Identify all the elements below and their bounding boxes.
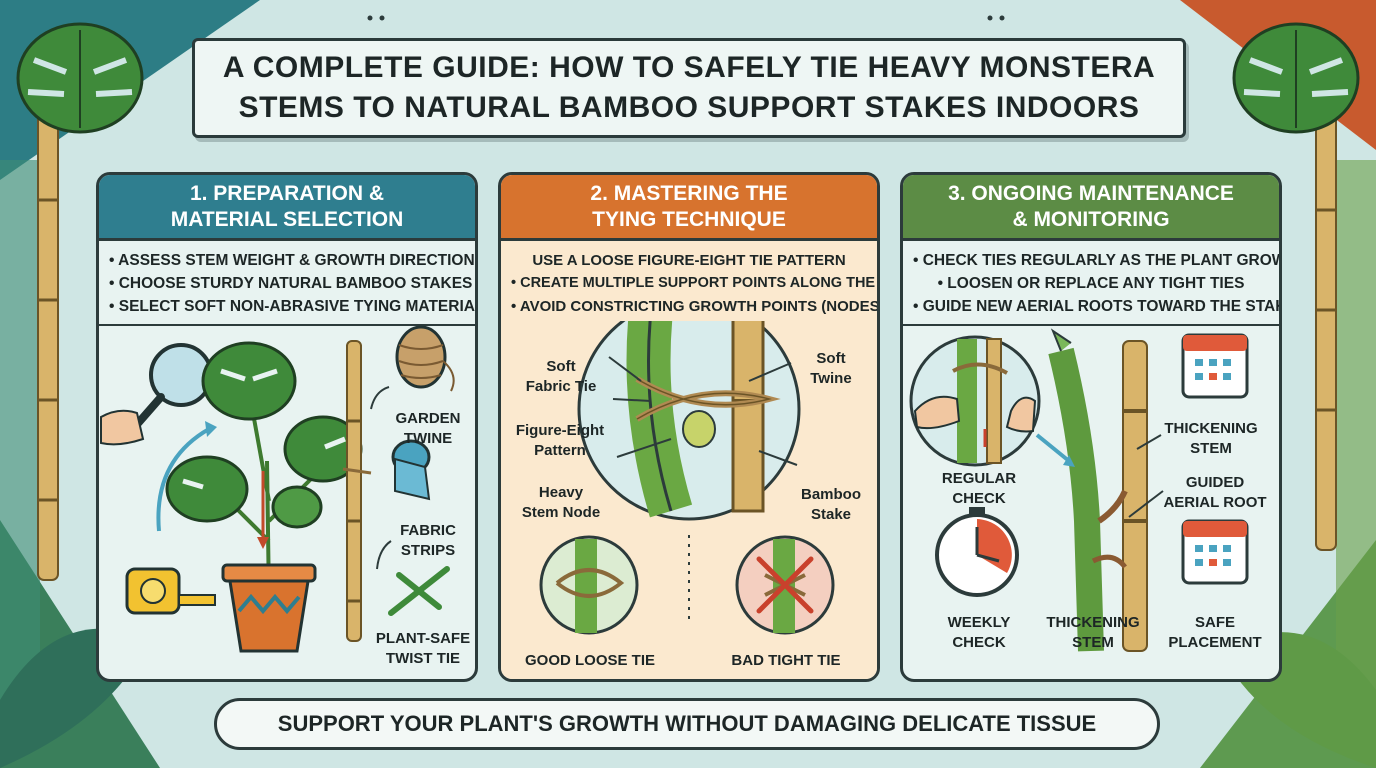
figure-eight-tie-closeup-icon (577, 297, 801, 521)
right-monstera-leaf-icon (1232, 22, 1360, 134)
panel-heading-line: Material Selection (170, 207, 404, 231)
bullet-item: • Guide new aerial roots toward the stak… (913, 298, 1282, 315)
label-line: Stem Node (521, 504, 601, 521)
footer-text: Support your plant's growth without dama… (277, 711, 1097, 736)
panel-heading-line: & Monitoring (1012, 207, 1170, 231)
panel-preparation: 1. Preparation & Material Selection • As… (96, 172, 478, 682)
label-line: Pattern (534, 442, 586, 459)
monstera-plant-icon (165, 341, 363, 653)
growing-stem-with-aerial-root-icon (1048, 328, 1148, 652)
clock-icon (935, 507, 1019, 597)
panel-maintenance-heading: 3. Ongoing Maintenance & Monitoring (903, 175, 1279, 241)
label-safe-placement: Safe Placement (1165, 613, 1265, 653)
label-line: Twine (810, 370, 852, 387)
label-good-loose-tie: Good Loose Tie (524, 652, 655, 669)
calendar-icon (1181, 333, 1249, 399)
right-bamboo-icon (1315, 109, 1337, 551)
panel-maintenance: 3. Ongoing Maintenance & Monitoring • Ch… (900, 172, 1282, 682)
label-line: Regular (941, 470, 1017, 487)
label-thickening-stem-bottom: Thickening Stem (1039, 613, 1147, 653)
label-guided-root: Guided Aerial Root (1157, 473, 1273, 513)
label-line: Stem (1190, 440, 1232, 457)
bullet-item: • Assess stem weight & growth direction (109, 252, 475, 269)
fabric-roll-icon (391, 439, 431, 501)
bullet-item: • Loosen or replace any tight ties (937, 275, 1245, 292)
panel-heading-line: 1. Preparation & (189, 181, 385, 205)
label-line: Weekly (947, 614, 1011, 631)
title-line-2: Stems to Natural Bamboo Support Stakes I… (238, 91, 1140, 124)
bullet-item: • Choose sturdy natural bamboo stakes (109, 275, 473, 292)
twine-spool-icon (395, 325, 455, 392)
label-line: Aerial Root (1163, 494, 1267, 511)
bullet-item: • Select soft non-abrasive tying materia… (109, 298, 478, 315)
panel-heading-line: 3. Ongoing Maintenance (948, 181, 1234, 205)
label-line: Stake (810, 506, 852, 523)
label-line: Stem (1072, 634, 1114, 651)
label-fabric-strips: Fabric Strips (389, 521, 467, 561)
panel-preparation-bullets: • Assess stem weight & growth direction … (99, 241, 475, 326)
title-line-1: A Complete Guide: How to Safely Tie Heav… (222, 51, 1156, 84)
panel-tying-heading: 2. Mastering the Tying Technique (501, 175, 877, 241)
label-line: Check (952, 490, 1006, 507)
bullet-item: • Create multiple support points along t… (511, 275, 880, 291)
label-line: Twine (403, 430, 453, 447)
magnifier-icon (100, 343, 213, 446)
label-soft-fabric-tie: Soft Fabric Tie (511, 357, 611, 397)
label-line: Thickening (1164, 420, 1258, 437)
title-banner: A Complete Guide: How to Safely Tie Heav… (192, 38, 1186, 138)
label-line: Safe (1194, 614, 1235, 631)
label-line: Garden (395, 410, 461, 427)
label-regular-check: Regular Check (931, 469, 1027, 509)
label-twist-tie: Plant-Safe Twist Tie (371, 629, 475, 669)
label-figure-eight: Figure-Eight Pattern (505, 421, 615, 461)
panel-heading-line: 2. Mastering the (590, 181, 788, 205)
label-line: Bamboo (801, 486, 861, 503)
good-loose-tie-icon (539, 535, 639, 635)
label-line: Figure-Eight (515, 422, 605, 439)
label-garden-twine: Garden Twine (389, 409, 467, 449)
label-bamboo-stake: Bamboo Stake (791, 485, 871, 525)
panel-tying-technique: 2. Mastering the Tying Technique Use a l… (498, 172, 880, 682)
label-soft-twine: Soft Twine (791, 349, 871, 389)
label-thickening-stem-top: Thickening Stem (1157, 419, 1265, 459)
label-line: Fabric Tie (525, 378, 597, 395)
panel-heading-line: Tying Technique (592, 207, 786, 231)
tape-measure-icon (125, 567, 216, 615)
label-line: Thickening (1046, 614, 1140, 631)
bad-tight-tie-icon (735, 535, 835, 635)
bamboo-stake-icon (346, 340, 362, 642)
hand-checking-tie-icon (909, 335, 1041, 467)
left-monstera-leaf-icon (16, 22, 144, 134)
label-line: Guided (1185, 474, 1245, 491)
label-line: Twist Tie (385, 650, 461, 667)
label-line: Fabric (400, 522, 456, 539)
panel-tying-illustration: Soft Fabric Tie Figure-Eight Pattern Hea… (501, 297, 877, 679)
label-line: Soft (546, 358, 576, 375)
calendar-icon (1181, 519, 1249, 585)
footer-banner: Support your plant's growth without dama… (214, 698, 1160, 750)
label-line: Strips (400, 542, 456, 559)
label-line: Plant-Safe (375, 630, 471, 647)
bullet-item: • Avoid constricting growth points (node… (511, 298, 880, 315)
label-line: Heavy (538, 484, 584, 501)
panel-maintenance-bullets: • Check ties regularly as the plant grow… (903, 241, 1279, 326)
label-weekly-check: Weekly Check (931, 613, 1027, 653)
panel-maintenance-illustration: Regular Check Weekly Check Thickening St… (903, 321, 1279, 679)
bullet-item: • Check ties regularly as the plant grow… (913, 252, 1282, 269)
panel-tying-bullets: Use a loose figure-eight tie pattern • C… (501, 241, 877, 326)
left-bamboo-icon (37, 109, 59, 581)
twist-tie-icon (388, 566, 450, 616)
label-line: Soft (816, 350, 846, 367)
label-heavy-stem-node: Heavy Stem Node (511, 483, 611, 523)
label-line: Placement (1168, 634, 1262, 651)
bullet-item: Use a loose figure-eight tie pattern (532, 252, 846, 269)
label-bad-tight-tie: Bad Tight Tie (731, 652, 841, 669)
label-line: Check (952, 634, 1006, 651)
panel-preparation-heading: 1. Preparation & Material Selection (99, 175, 475, 241)
panel-preparation-illustration: Garden Twine Fabric Strips Plant-Safe Tw… (99, 321, 475, 679)
